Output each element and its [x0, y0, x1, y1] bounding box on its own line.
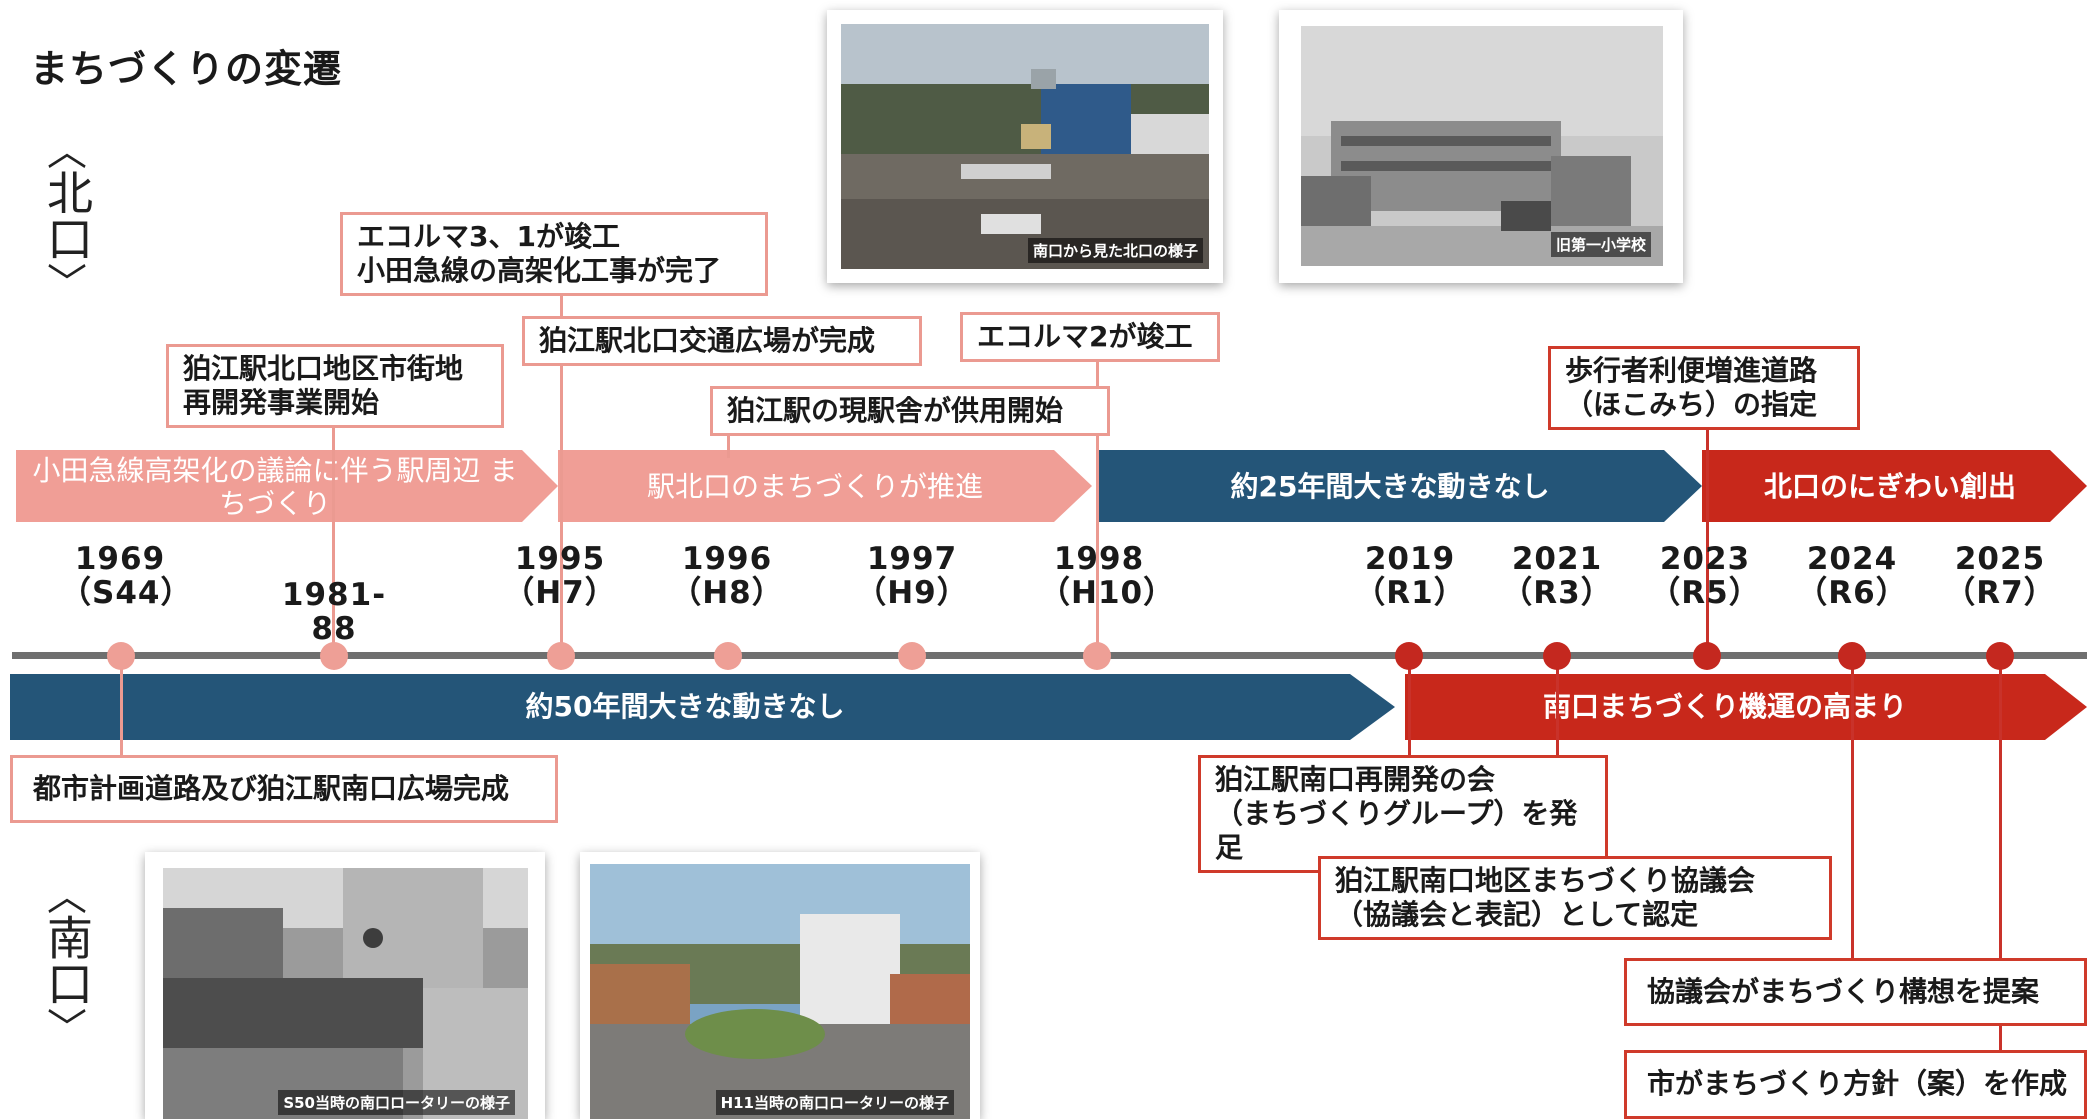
timeline-axis [12, 652, 2087, 659]
timeline-dot-2021 [1543, 642, 1571, 670]
event-ecoruma-2: エコルマ2が竣工 [960, 312, 1220, 362]
north-arrows [16, 450, 2087, 522]
h11-rotary-photo-image [590, 864, 970, 1119]
photo-caption: S50当時の南口ロータリーの様子 [278, 1090, 515, 1115]
north-arrow-2-label: 駅北口のまちづくりが推進 [646, 470, 983, 503]
south-arrow-1-label: 約50年間大きな動きなし [525, 690, 845, 723]
connector-1995 [560, 288, 563, 656]
page-title: まちづくりの変遷 [30, 47, 343, 91]
connector-2023 [1706, 430, 1709, 656]
year-1998: 1998（H10） [1039, 541, 1176, 611]
north-arrow-3 [1098, 450, 1702, 522]
s50-rotary-photo-image [163, 868, 528, 1119]
year-2023: 2023（R5） [1649, 541, 1761, 611]
year-1996: 1996（H8） [670, 541, 784, 611]
down-chevron-icon: ﹀ [47, 1006, 87, 1052]
connector-2019 [1408, 655, 1411, 755]
north-arrow-2 [558, 450, 1092, 522]
year-1969: 1969（S44） [60, 541, 193, 611]
event-south-council: 狛江駅南口地区まちづくり協議会 （協議会と表記）として認定 [1318, 856, 1832, 940]
timeline-dot-1995 [547, 642, 575, 670]
timeline-dot-2023 [1693, 642, 1721, 670]
photo-caption: 南口から見た北口の様子 [1027, 238, 1203, 263]
up-chevron-icon: ︿ [47, 874, 87, 920]
event-north-plaza: 狛江駅北口交通広場が完成 [522, 316, 922, 366]
south-arrow-1 [10, 674, 1395, 740]
event-north-redevelopment: 狛江駅北口地区市街地 再開発事業開始 [166, 344, 504, 428]
photo-caption: H11当時の南口ロータリーの様子 [715, 1090, 954, 1115]
connector-1996 [727, 428, 730, 458]
south-arrows [10, 674, 2087, 740]
event-policy-draft: 市がまちづくり方針（案）を作成 [1624, 1050, 2087, 1119]
south-arrow-2 [1405, 674, 2087, 740]
up-chevron-icon: ︿ [47, 129, 87, 175]
year-1997: 1997（H9） [855, 541, 969, 611]
north-exit-photo-image [841, 24, 1209, 269]
connector-1969 [120, 655, 123, 757]
north-side-label: ︿ 北口 ﹀ [40, 129, 94, 307]
photo-h11-rotary: H11当時の南口ロータリーの様子 [580, 852, 980, 1119]
timeline-dot-1996 [714, 642, 742, 670]
photo-north-from-south: 南口から見た北口の様子 [827, 10, 1223, 283]
north-arrow-4 [1702, 450, 2087, 522]
year-1995: 1995（H7） [503, 541, 617, 611]
year-2025: 2025（R7） [1944, 541, 2056, 611]
photo-s50-rotary: S50当時の南口ロータリーの様子 [145, 852, 545, 1119]
north-arrow-1-label: 小田急線高架化の議論に伴う駅周辺 まちづくり [32, 454, 518, 520]
connector-2025 [1999, 655, 2002, 1050]
year-2021: 2021（R3） [1501, 541, 1613, 611]
timeline-dot-2019 [1395, 642, 1423, 670]
timeline-dot-1997 [898, 642, 926, 670]
north-label: 北口 [40, 169, 94, 261]
connector-2024 [1851, 655, 1854, 960]
photo-caption: 旧第一小学校 [1550, 232, 1651, 257]
north-arrow-4-label: 北口のにぎわい創出 [1763, 470, 2016, 503]
old-school-photo-image [1301, 26, 1663, 266]
timeline-dot-1969 [107, 642, 135, 670]
year-2024: 2024（R6） [1796, 541, 1908, 611]
south-side-label: ︿ 南口 ﹀ [40, 874, 94, 1052]
connector-1981 [332, 426, 335, 656]
connector-1998 [1096, 361, 1099, 656]
timeline-dot-2025 [1986, 642, 2014, 670]
event-hokomichi: 歩行者利便増進道路 （ほこみち）の指定 [1548, 346, 1860, 430]
year-1981-88: 1981-88 [281, 577, 387, 647]
event-ecoruma-31: エコルマ3、1が竣工 小田急線の高架化工事が完了 [340, 212, 768, 296]
event-south-group: 狛江駅南口再開発の会 （まちづくりグループ）を発足 [1198, 755, 1608, 873]
south-arrow-2-label: 南口まちづくり機運の高まり [1542, 690, 1907, 723]
north-arrow-1 [16, 450, 558, 522]
event-concept-proposal: 協議会がまちづくり構想を提案 [1624, 958, 2087, 1026]
down-chevron-icon: ﹀ [47, 261, 87, 307]
south-label: 南口 [40, 914, 94, 1006]
north-arrow-3-label: 約25年間大きな動きなし [1230, 470, 1550, 503]
year-2019: 2019（R1） [1354, 541, 1466, 611]
timeline-dot-1981 [320, 642, 348, 670]
event-south-plaza: 都市計画道路及び狛江駅南口広場完成 [10, 755, 558, 823]
timeline-dot-1998 [1083, 642, 1111, 670]
photo-old-school: 旧第一小学校 [1279, 10, 1683, 283]
event-station-building: 狛江駅の現駅舎が供用開始 [710, 386, 1110, 436]
timeline-dot-2024 [1838, 642, 1866, 670]
